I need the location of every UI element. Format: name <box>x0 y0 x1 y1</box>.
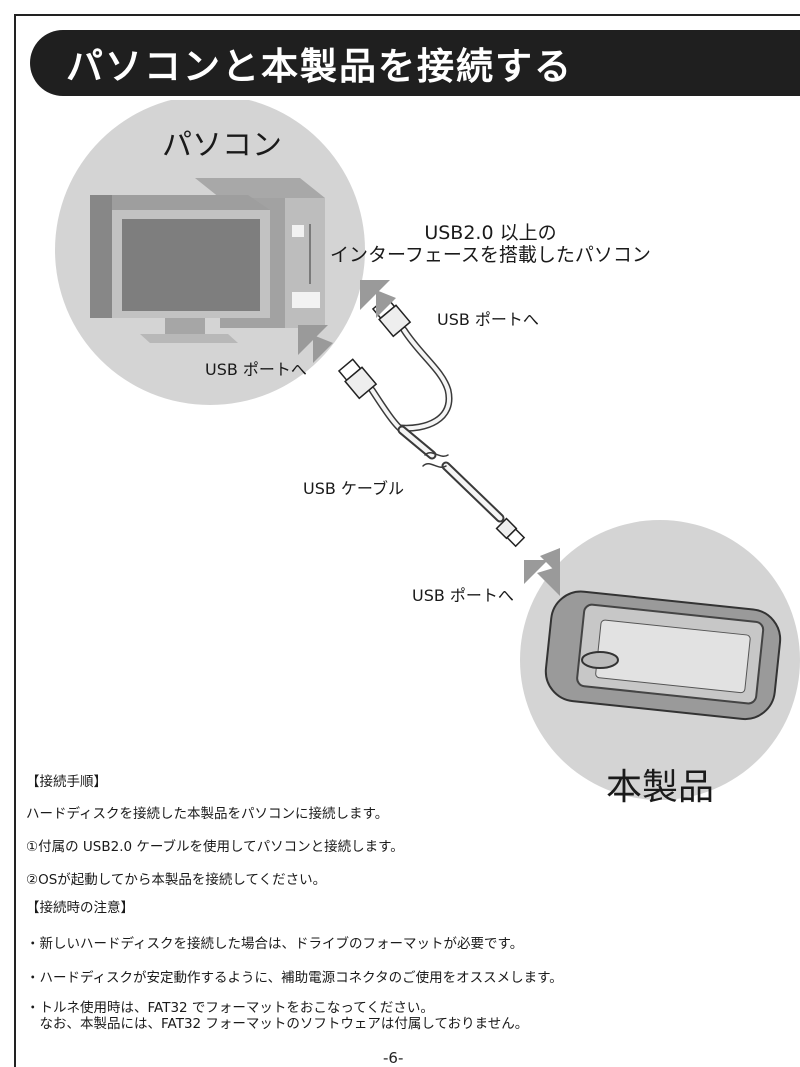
interface-requirement-label: USB2.0 以上の インターフェースを搭載したパソコン <box>330 222 651 266</box>
arrow-to-device <box>524 548 560 596</box>
pc-label: パソコン <box>162 128 282 163</box>
usb-port-label-right: USB ポートへ <box>437 310 539 329</box>
note-3-line-2: なお、本製品には、FAT32 フォーマットのソフトウェアは付属しておりません。 <box>26 1016 529 1032</box>
usb-plug-b <box>337 358 378 400</box>
usb-cable-label: USB ケーブル <box>303 479 404 498</box>
notes-heading: 【接続時の注意】 <box>26 900 134 916</box>
note-1: ・新しいハードディスクを接続した場合は、ドライブのフォーマットが必要です。 <box>26 936 524 952</box>
usb-port-label-left: USB ポートへ <box>205 360 307 379</box>
arrow-to-pc-right <box>360 280 396 318</box>
procedure-intro: ハードディスクを接続した本製品をパソコンに接続します。 <box>26 806 389 822</box>
interface-line-2: インターフェースを搭載したパソコン <box>330 244 651 266</box>
page-frame-top <box>14 14 800 16</box>
procedure-step-1: ①付属の USB2.0 ケーブルを使用してパソコンと接続します。 <box>26 839 404 855</box>
product-label: 本製品 <box>606 767 715 808</box>
connection-diagram <box>55 100 800 800</box>
page-frame-left <box>14 14 16 1067</box>
pc-monitor-illustration <box>90 195 270 343</box>
procedure-step-2: ②OSが起動してから本製品を接続してください。 <box>26 872 327 888</box>
title-banner: パソコンと本製品を接続する <box>30 30 800 96</box>
note-2: ・ハードディスクが安定動作するように、補助電源コネクタのご使用をオススメします。 <box>26 970 563 986</box>
note-3-line-1: ・トルネ使用時は、FAT32 でフォーマットをおこなってください。 <box>26 1000 434 1016</box>
page-number: -6- <box>383 1049 404 1067</box>
usb-port-label-device: USB ポートへ <box>412 586 514 605</box>
usb-cable-illustration <box>368 326 505 523</box>
usb-plug-device <box>495 517 526 548</box>
arrow-to-pc-left <box>298 325 333 363</box>
procedure-heading: 【接続手順】 <box>26 774 107 790</box>
product-hdd-illustration <box>544 590 782 721</box>
interface-line-1: USB2.0 以上の <box>424 222 557 244</box>
note-3: ・トルネ使用時は、FAT32 でフォーマットをおこなってください。 なお、本製品… <box>26 1000 528 1032</box>
page-title: パソコンと本製品を接続する <box>66 45 573 88</box>
